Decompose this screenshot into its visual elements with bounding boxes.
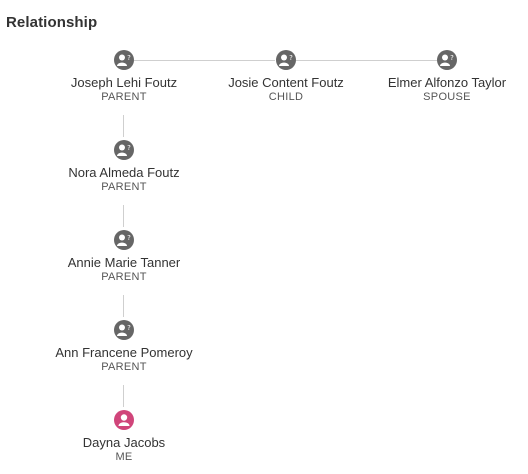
svg-text:?: ? <box>127 234 131 242</box>
unknown-person-icon: ? <box>276 50 296 70</box>
connector-line <box>134 60 275 61</box>
person-name[interactable]: Josie Content Foutz <box>228 75 344 90</box>
person-node-dayna-jacobs[interactable]: Dayna Jacobs ME <box>44 410 204 464</box>
svg-text:?: ? <box>127 324 131 332</box>
connector-line <box>123 205 124 227</box>
person-node-ann-francene-pomeroy[interactable]: ? Ann Francene Pomeroy PARENT <box>44 320 204 374</box>
person-name[interactable]: Elmer Alfonzo Taylor <box>387 75 507 90</box>
svg-text:?: ? <box>450 54 454 62</box>
person-node-elmer-alfonzo-taylor[interactable]: ? Elmer Alfonzo Taylor SPOUSE <box>367 50 527 104</box>
person-node-nora-almeda-foutz[interactable]: ? Nora Almeda Foutz PARENT <box>44 140 204 194</box>
person-name[interactable]: Annie Marie Tanner <box>67 255 181 270</box>
svg-text:?: ? <box>127 54 131 62</box>
relationship-role: SPOUSE <box>423 91 471 103</box>
unknown-person-icon: ? <box>114 230 134 250</box>
person-name[interactable]: Joseph Lehi Foutz <box>70 75 178 90</box>
me-person-icon <box>114 410 134 430</box>
unknown-person-icon: ? <box>114 50 134 70</box>
relationship-role: PARENT <box>101 361 147 373</box>
connector-line <box>123 295 124 317</box>
person-name[interactable]: Dayna Jacobs <box>82 435 166 450</box>
relationship-role: ME <box>115 451 133 463</box>
connector-line <box>296 60 437 61</box>
svg-text:?: ? <box>127 144 131 152</box>
unknown-person-icon: ? <box>437 50 457 70</box>
connector-line <box>123 115 124 137</box>
unknown-person-icon: ? <box>114 320 134 340</box>
person-node-joseph-lehi-foutz[interactable]: ? Joseph Lehi Foutz PARENT <box>44 50 204 104</box>
relationship-role: PARENT <box>101 271 147 283</box>
connector-line <box>123 385 124 407</box>
relationship-role: PARENT <box>101 91 147 103</box>
svg-text:?: ? <box>289 54 293 62</box>
person-name[interactable]: Nora Almeda Foutz <box>68 165 180 180</box>
person-name[interactable]: Ann Francene Pomeroy <box>55 345 193 360</box>
relationship-role: PARENT <box>101 181 147 193</box>
person-node-annie-marie-tanner[interactable]: ? Annie Marie Tanner PARENT <box>44 230 204 284</box>
relationship-role: CHILD <box>268 91 304 103</box>
unknown-person-icon: ? <box>114 140 134 160</box>
section-title: Relationship <box>6 14 98 31</box>
person-node-josie-content-foutz[interactable]: ? Josie Content Foutz CHILD <box>206 50 366 104</box>
